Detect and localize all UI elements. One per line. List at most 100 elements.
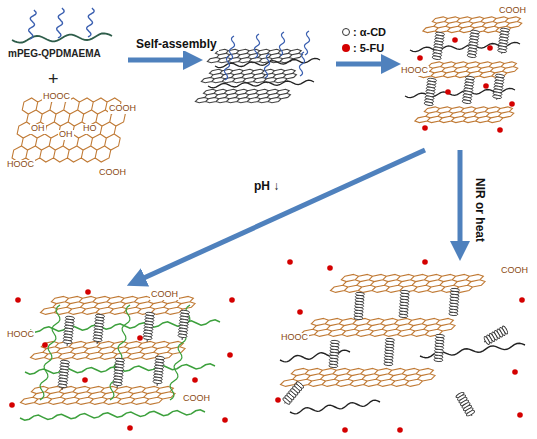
process-arrow xyxy=(336,62,392,67)
graphene-oxide-sheet xyxy=(329,274,493,292)
drug-molecule xyxy=(192,377,198,383)
alpha-cd-ring xyxy=(449,312,458,316)
swollen-polymer xyxy=(20,410,205,420)
alpha-cd-ring xyxy=(467,54,476,58)
process-arrow xyxy=(458,150,463,252)
functional-group: HOOC xyxy=(280,333,309,343)
alpha-cd-ring xyxy=(384,362,393,366)
drug-molecule xyxy=(483,83,489,89)
legend-swatch xyxy=(342,44,350,52)
legend-text: : α-CD xyxy=(353,26,386,38)
drug-molecule xyxy=(227,352,233,358)
hexagon-lattice xyxy=(413,107,520,123)
alpha-cd-ring xyxy=(462,100,471,104)
legend-swatch xyxy=(342,28,350,36)
process-arrow xyxy=(128,58,194,63)
functional-group: OH xyxy=(58,130,74,140)
functional-group: HOOC xyxy=(42,92,71,102)
alpha-cd-ring xyxy=(113,382,122,386)
alpha-cd-ring xyxy=(178,334,187,338)
peg-chain xyxy=(265,54,270,78)
peg-chain xyxy=(300,52,305,76)
alpha-cd-ring xyxy=(153,380,162,384)
polymer-chain xyxy=(280,350,350,362)
functional-group: HOOC xyxy=(6,160,35,170)
drug-molecule xyxy=(445,89,451,95)
drug-molecule xyxy=(15,297,21,303)
alpha-cd-ring xyxy=(58,384,67,388)
functional-group: COOH xyxy=(108,104,137,114)
swollen-polymer xyxy=(40,305,60,400)
functional-group: OH xyxy=(30,124,46,134)
graphene-oxide-sheet xyxy=(194,89,296,103)
side-chain xyxy=(29,10,36,39)
drug-molecule xyxy=(127,425,133,431)
alpha-cd-ring-stack xyxy=(63,316,75,347)
drug-molecule xyxy=(487,45,493,51)
peg-chain xyxy=(305,31,310,55)
alpha-cd-ring-stack xyxy=(354,292,365,321)
functional-group: COOH xyxy=(498,6,527,16)
drug-molecule xyxy=(297,309,303,315)
drug-molecule xyxy=(82,377,88,383)
alpha-cd-ring xyxy=(466,410,475,417)
step-label: pH ↓ xyxy=(252,180,281,193)
swollen-polymer xyxy=(170,305,190,400)
hexagon-lattice xyxy=(329,274,493,292)
alpha-cd-ring-stack xyxy=(58,360,70,391)
alpha-cd-ring xyxy=(143,336,152,340)
alpha-cd-ring xyxy=(497,49,506,53)
legend-entry: : α-CD xyxy=(342,26,386,38)
alpha-cd-ring-stack xyxy=(482,325,509,346)
swollen-polymer xyxy=(110,305,130,400)
drug-molecule xyxy=(497,127,503,133)
drug-molecule xyxy=(417,55,423,61)
drug-molecule xyxy=(342,427,348,433)
drug-molecule xyxy=(275,397,281,403)
functional-group: HOOC xyxy=(6,330,35,340)
alpha-cd-ring-stack xyxy=(178,310,190,341)
functional-group: COOH xyxy=(150,290,179,300)
drug-molecule xyxy=(512,369,518,375)
hexagon-lattice xyxy=(19,386,183,404)
drug-molecule xyxy=(9,402,15,408)
alpha-cd-ring-stack xyxy=(455,391,476,418)
drug-molecule xyxy=(397,427,403,433)
drug-molecule xyxy=(422,125,428,131)
hexagon-lattice xyxy=(194,89,296,103)
alpha-cd-ring-stack xyxy=(424,77,437,106)
drug-molecule xyxy=(519,297,525,303)
polymer-backbone xyxy=(12,33,112,42)
alpha-cd-ring-stack xyxy=(467,29,480,58)
alpha-cd-ring-stack xyxy=(449,288,460,317)
drug-molecule xyxy=(509,101,515,107)
side-chain xyxy=(87,8,94,37)
alpha-cd-ring-stack xyxy=(432,31,445,60)
alpha-cd-ring-stack xyxy=(384,338,395,367)
drug-molecule xyxy=(287,259,293,265)
drug-molecule xyxy=(452,37,458,43)
peg-chain xyxy=(225,56,230,80)
step-label: NIR or heat xyxy=(473,176,486,244)
functional-group: COOH xyxy=(182,394,211,404)
graphene-oxide-sheet xyxy=(299,318,463,336)
swollen-polymer xyxy=(25,364,215,374)
peg-chain xyxy=(255,34,260,58)
functional-group: COOH xyxy=(500,266,529,276)
alpha-cd-ring xyxy=(329,364,338,368)
step-label: Self-assembly xyxy=(134,38,219,51)
graphene-oxide-sheet xyxy=(417,62,524,78)
alpha-cd-ring-stack xyxy=(113,358,125,389)
drug-molecule xyxy=(85,289,91,295)
alpha-cd-ring xyxy=(399,314,408,318)
graphene-oxide-sheet xyxy=(29,341,193,359)
plus-sign: + xyxy=(48,70,59,90)
graphene-oxide-sheet xyxy=(413,107,520,123)
alpha-cd-ring-stack xyxy=(143,312,155,343)
alpha-cd-ring xyxy=(483,336,490,345)
drug-molecule xyxy=(517,412,523,418)
alpha-cd-ring xyxy=(282,397,291,405)
peg-chain xyxy=(230,36,235,60)
